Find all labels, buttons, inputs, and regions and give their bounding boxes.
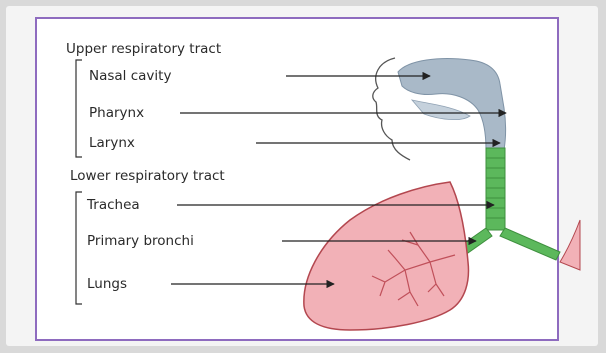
upper-tract-bracket: [76, 60, 82, 157]
label-larynx: Larynx: [89, 135, 135, 151]
upper-airway: [398, 59, 506, 151]
label-nasal-cavity: Nasal cavity: [89, 68, 171, 84]
lower-tract-title: Lower respiratory tract: [70, 168, 225, 184]
upper-tract-title: Upper respiratory tract: [66, 41, 221, 57]
primary-bronchi-shape: [452, 228, 560, 260]
lung-shape: [304, 182, 469, 330]
tongue-shape: [412, 100, 470, 120]
right-lung-hint: [560, 220, 580, 270]
label-primary-bronchi: Primary bronchi: [87, 233, 194, 249]
label-pharynx: Pharynx: [89, 105, 144, 121]
lower-tract-bracket: [76, 192, 82, 304]
label-lungs: Lungs: [87, 276, 127, 292]
label-trachea: Trachea: [86, 197, 140, 213]
